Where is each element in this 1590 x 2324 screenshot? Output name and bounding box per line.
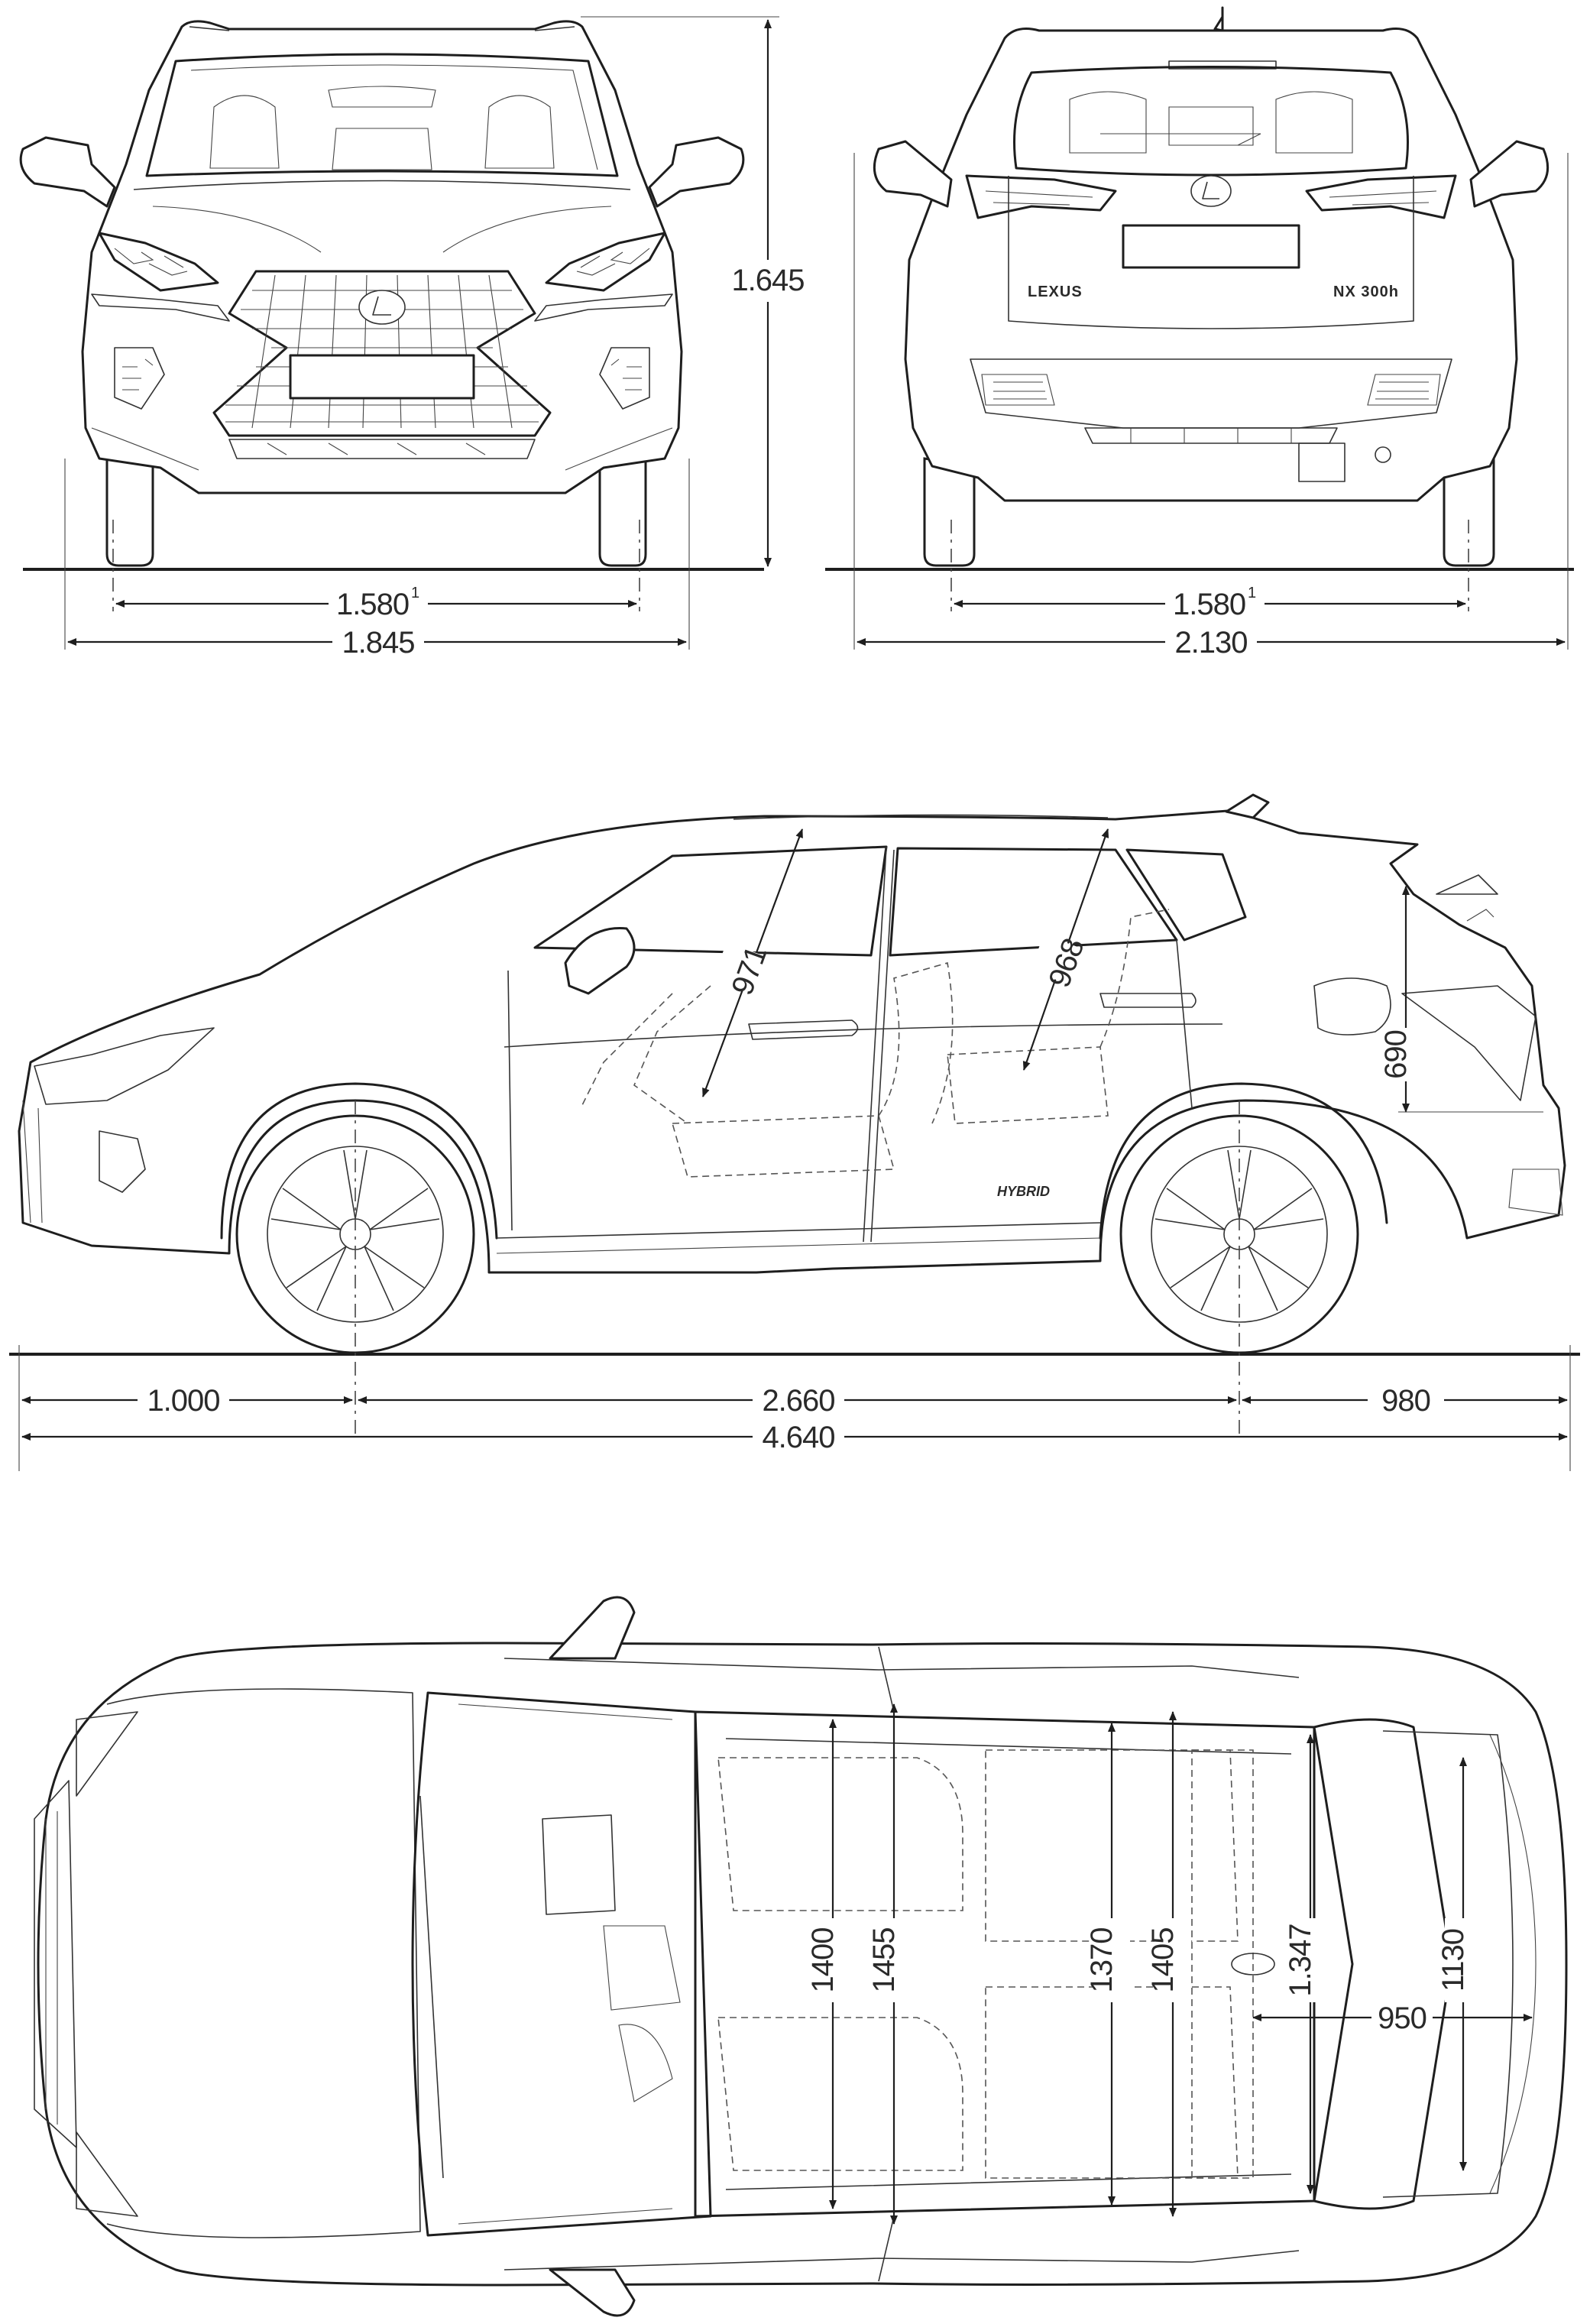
- side-view: HYBRID 1.000 2.660 980 4.640 971 968 690: [9, 793, 1580, 1471]
- hybrid-badge: HYBRID: [997, 1184, 1050, 1199]
- front-logo: [358, 290, 406, 325]
- front-door-handle: [748, 1019, 859, 1040]
- front-body-outline: [81, 20, 683, 494]
- shark-fin-antenna: [1213, 6, 1224, 32]
- rear-overhang-label: 980: [1381, 1384, 1430, 1418]
- front-shoulder-label: 1400: [806, 1928, 840, 1993]
- rear-model-badge: NX 300h: [1333, 284, 1399, 300]
- front-hip-label: 1455: [867, 1928, 901, 1993]
- side-foglight: [99, 1130, 146, 1193]
- rear-window: [1013, 66, 1409, 177]
- top-windshield: [411, 1691, 712, 2237]
- front-view: 1.645 1.580 1 1.845: [19, 16, 805, 660]
- rear-shoulder-label: 1370: [1085, 1928, 1119, 1993]
- front-left-foglight: [114, 347, 165, 410]
- front-right-foglight: [599, 347, 650, 410]
- front-overhang-label: 1.000: [147, 1384, 219, 1418]
- top-wiper: [419, 1795, 444, 2179]
- rear-hip-label: 1405: [1146, 1928, 1180, 1993]
- front-left-headlight: [98, 232, 219, 292]
- rear-logo: [1190, 175, 1232, 207]
- fuel-door: [1313, 977, 1391, 1036]
- rear-width-label: 2.130: [1174, 626, 1247, 660]
- front-right-headlight: [545, 232, 666, 292]
- spindle-grille: [212, 270, 552, 437]
- front-width-label: 1.845: [342, 626, 414, 660]
- load-height-label: 690: [1379, 1030, 1413, 1079]
- front-right-mirror: [648, 136, 745, 208]
- top-seat-ghosts: [717, 1749, 1254, 2179]
- rear-right-tyre: [1443, 457, 1495, 567]
- rear-brand-badge: LEXUS: [1028, 284, 1083, 300]
- rear-license-plate: [1122, 224, 1300, 269]
- top-view: 1400 1455 1370 1405 1.347 1130 950: [34, 1596, 1568, 2317]
- top-roof-rails: [725, 1738, 1292, 2190]
- rear-left-mirror: [873, 140, 953, 208]
- rear-door-handle: [1099, 993, 1197, 1008]
- side-quarter-window: [1125, 848, 1247, 942]
- front-height-label: 1.645: [731, 264, 804, 297]
- rear-left-tyre: [923, 457, 976, 567]
- front-left-tyre: [105, 457, 154, 567]
- side-headlight: [34, 1027, 215, 1105]
- rear-left-taillight: [965, 174, 1117, 219]
- rear-view: LEXUS NX 300h 1.580 1 2.130: [825, 6, 1574, 660]
- trunk-length-label: 950: [1378, 2001, 1426, 2035]
- side-mirror: [564, 927, 636, 995]
- rear-track-footnote: 1: [1248, 585, 1256, 601]
- wheelbase-label: 2.660: [762, 1384, 834, 1418]
- trunk-opening-label: 1130: [1436, 1929, 1470, 1992]
- length-label: 4.640: [762, 1421, 834, 1454]
- front-track-footnote: 1: [411, 585, 419, 601]
- top-left-mirror: [549, 1596, 636, 1660]
- rear-right-taillight: [1305, 174, 1457, 219]
- rear-right-mirror: [1469, 140, 1550, 208]
- tow-hitch-cover: [1298, 442, 1346, 482]
- top-rear-window: [1313, 1718, 1453, 2210]
- rear-track-label: 1.580: [1173, 588, 1245, 621]
- top-center-console: [542, 1814, 616, 1915]
- top-right-mirror: [549, 2268, 636, 2317]
- top-antenna: [1231, 1953, 1275, 1976]
- top-body-outline: [37, 1642, 1568, 2287]
- front-right-tyre: [598, 457, 647, 567]
- top-roof: [694, 1710, 1354, 2218]
- roof-fin: [1225, 793, 1270, 819]
- front-license-plate: [289, 354, 475, 400]
- trunk-width-label: 1.347: [1284, 1924, 1317, 1996]
- front-track-label: 1.580: [336, 588, 409, 621]
- front-windshield: [145, 53, 619, 177]
- front-left-mirror: [19, 136, 116, 208]
- rear-spoiler: [1436, 874, 1498, 895]
- side-taillight: [1401, 985, 1537, 1101]
